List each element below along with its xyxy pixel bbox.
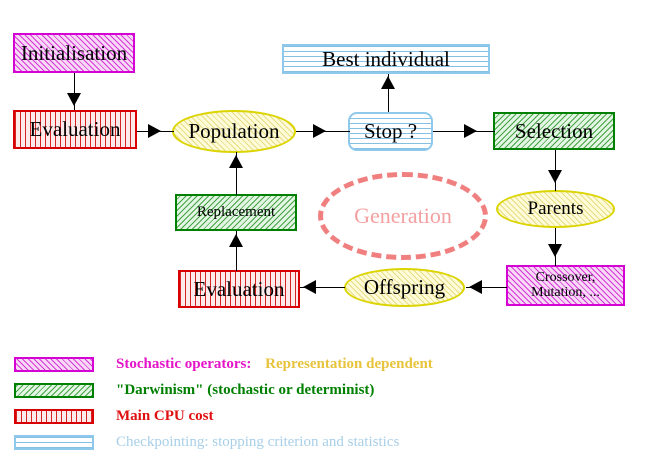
node-replacement[interactable]: Replacement — [175, 194, 297, 231]
edge-evaluation-to-replacement — [236, 231, 237, 271]
node-generation-boundary: Generation — [318, 172, 488, 260]
arrowhead-stop-to-selection — [464, 124, 477, 138]
legend-swatch-checkpointing — [14, 434, 94, 450]
arrowhead-evaluation-to-population — [148, 124, 161, 138]
node-generation-label: Generation — [354, 203, 452, 228]
arrowhead-crossover-to-offspring — [469, 280, 482, 294]
node-crossover-mutation[interactable]: Crossover, Mutation, ... — [506, 265, 625, 306]
arrowhead-population-to-stop — [313, 124, 326, 138]
node-population[interactable]: Population — [172, 110, 296, 153]
node-stop[interactable]: Stop ? — [348, 112, 433, 151]
node-best-individual[interactable]: Best individual — [282, 44, 490, 74]
edge-replacement-to-population — [236, 152, 237, 195]
node-stop-label: Stop ? — [363, 119, 418, 144]
legend-label-stochastic-operators: Stochastic operators: Representation dep… — [116, 356, 433, 373]
legend-label-darwinism: "Darwinism" (stochastic or determinist) — [116, 381, 375, 398]
legend-swatch-darwinism — [14, 382, 94, 398]
node-crossover-label-line1: Crossover, — [535, 269, 596, 285]
node-offspring[interactable]: Offspring — [344, 268, 465, 307]
edge-offspring-to-evaluation — [300, 287, 345, 288]
legend-swatch-stochastic-operators — [14, 356, 94, 372]
arrowhead-stop-to-best-individual — [381, 76, 395, 89]
legend-label-checkpointing: Checkpointing: stopping criterion and st… — [116, 433, 400, 450]
node-evaluation-top[interactable]: Evaluation — [13, 110, 137, 149]
node-offspring-label: Offspring — [363, 275, 446, 300]
legend-label-main-cpu-cost: Main CPU cost — [116, 407, 214, 424]
node-parents-label: Parents — [527, 198, 584, 220]
node-initialisation-label: Initialisation — [20, 40, 128, 65]
node-selection-label: Selection — [514, 118, 594, 143]
node-evaluation-bottom[interactable]: Evaluation — [178, 270, 300, 308]
legend-row-checkpointing: Checkpointing: stopping criterion and st… — [14, 430, 399, 454]
node-replacement-label: Replacement — [196, 203, 276, 220]
arrowhead-parents-to-crossover — [548, 244, 562, 257]
legend-text-representation-dependent: Representation dependent — [265, 355, 433, 372]
node-best-individual-label: Best individual — [322, 46, 450, 71]
node-crossover-label-line2: Mutation, ... — [531, 284, 600, 300]
legend-swatch-main-cpu-cost — [14, 408, 94, 424]
node-selection[interactable]: Selection — [493, 112, 615, 150]
legend-row-stochastic-operators: Stochastic operators: Representation dep… — [14, 352, 433, 376]
arrowhead-replacement-to-population — [229, 155, 243, 168]
arrowhead-selection-to-parents — [548, 170, 562, 183]
arrowhead-offspring-to-evaluation — [303, 280, 316, 294]
legend-row-main-cpu-cost: Main CPU cost — [14, 404, 214, 428]
node-initialisation[interactable]: Initialisation — [13, 33, 135, 73]
edge-crossover-to-offspring — [466, 287, 507, 288]
legend-row-darwinism: "Darwinism" (stochastic or determinist) — [14, 378, 374, 402]
arrowhead-initialisation-to-evaluation — [67, 93, 81, 106]
node-evaluation-bottom-label: Evaluation — [193, 276, 285, 301]
node-parents[interactable]: Parents — [496, 190, 615, 228]
node-evaluation-top-label: Evaluation — [29, 117, 121, 142]
legend-text-stochastic-operators: Stochastic operators: — [116, 355, 252, 372]
edge-stop-to-best-individual — [388, 74, 389, 112]
edge-initialisation-to-evaluation — [74, 73, 75, 110]
node-population-label: Population — [188, 119, 280, 144]
arrowhead-evaluation-to-replacement — [229, 234, 243, 247]
